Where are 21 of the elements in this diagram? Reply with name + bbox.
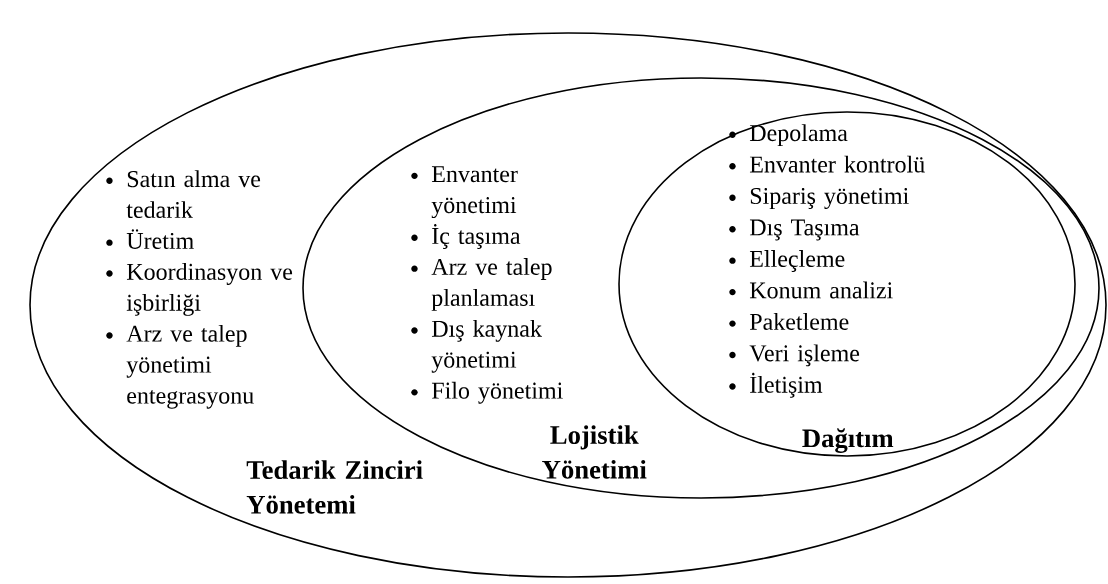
list-item: Veri işleme [729,344,860,367]
list-item: Dış Taşıma [729,219,860,241]
list-item: Arz ve talep planlaması [411,258,552,311]
section-title: Tedarik Zinciri Yönetemi [246,460,423,514]
section-title: Dağıtım [802,428,894,453]
list-item: Konum analizi [729,281,893,299]
list-item: Sipariş yönetimi [729,187,909,210]
list-item: Depolama [729,124,848,146]
list-item: Elleçleme [729,250,845,272]
list-item: İletişim [729,372,823,398]
list-item: Dış kaynak yönetimi [411,319,542,373]
list-item: Envanter yönetimi [411,166,518,219]
list-item: Envanter kontrolü [729,155,925,173]
list-item: Üretim [106,229,194,249]
list-item: İç taşıma [411,224,521,249]
list-item: Arz ve talep yönetimi entegrasyonu [106,324,254,409]
list-item: Satın alma ve tedarik [106,170,261,219]
list-item: Paketleme [729,313,849,330]
list-item: Koordinasyon ve işbirliği [106,263,293,316]
list-item: Filo yönetimi [411,381,563,404]
section-title: Lojistik Yönetimi [542,425,647,479]
